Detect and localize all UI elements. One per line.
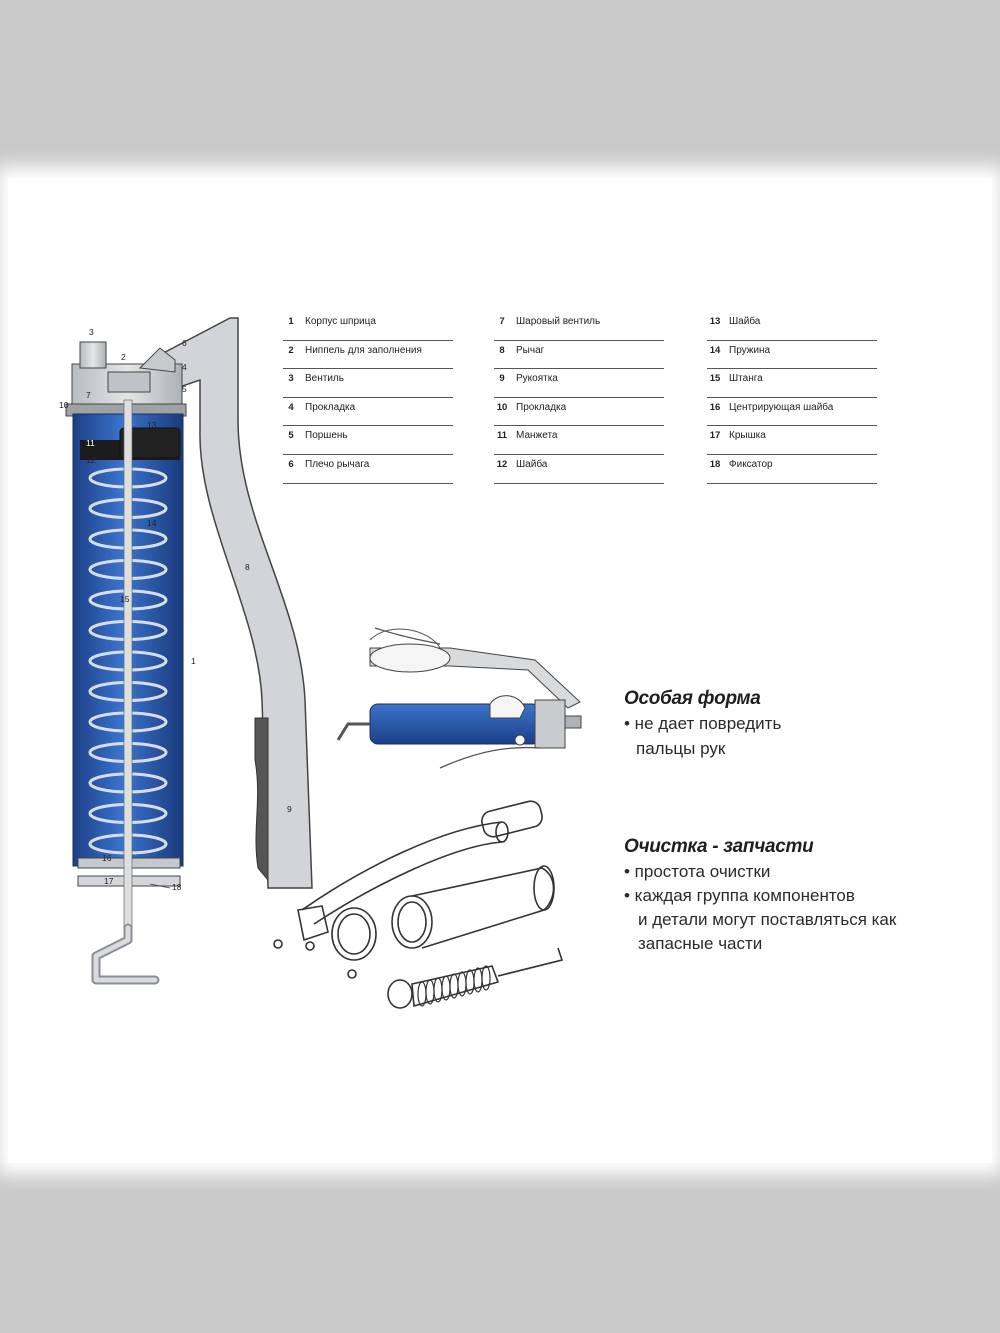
callout-14: 14: [147, 518, 157, 528]
part-row: 14 Пружина: [707, 341, 877, 370]
part-name: Ниппель для заполнения: [305, 344, 422, 356]
callout-2: 2: [121, 352, 126, 362]
part-row: 11 Манжета: [494, 426, 664, 455]
callout-11: 11: [86, 438, 95, 448]
parts-list-col-3: 13 Шайба 14 Пружина 15 Штанга 16 Центрирующая ш…: [707, 312, 877, 484]
part-number: 5: [288, 430, 294, 442]
part-name: Плечо рычага: [305, 458, 370, 470]
callout-13: 13: [147, 420, 157, 430]
part-row: 5 Поршень: [283, 426, 453, 455]
part-name: Шайба: [729, 316, 761, 327]
callout-7: 7: [86, 390, 91, 400]
part-row: 16 Центрирующая шайба: [707, 398, 877, 427]
part-number: 6: [288, 458, 294, 470]
part-name: Пружина: [729, 344, 771, 356]
callout-12: 12: [86, 455, 96, 465]
part-row: 15 Штанга: [707, 369, 877, 398]
part-row: 3 Вентиль: [283, 369, 453, 398]
part-row: 17 Крышка: [707, 426, 877, 455]
part-name: Штанга: [729, 373, 763, 385]
part-name: Рычаг: [516, 344, 545, 356]
handheld-gun-illustration: [336, 627, 582, 769]
feature-line: • простота очистки: [624, 862, 771, 881]
feature-line: • каждая группа компонентов: [624, 886, 855, 905]
part-number: 8: [499, 344, 505, 356]
part-row: 10 Прокладка: [494, 398, 664, 427]
part-number: 17: [709, 430, 721, 442]
part-name: Фиксатор: [729, 458, 773, 470]
callout-3: 3: [89, 327, 94, 337]
callout-5: 5: [182, 384, 187, 394]
callout-17: 17: [104, 876, 114, 886]
part-name: Шаровый вентиль: [516, 316, 601, 327]
part-name: Прокладка: [305, 401, 356, 413]
part-number: 14: [709, 344, 721, 356]
part-number: 9: [499, 373, 505, 385]
feature-line: запасные части: [638, 934, 763, 953]
part-name: Крышка: [729, 430, 766, 442]
part-row: 1 Корпус шприца: [283, 312, 453, 341]
exploded-parts-illustration: [273, 800, 564, 1009]
part-row: 2 Ниппель для заполнения: [283, 341, 453, 370]
part-number: 15: [709, 373, 721, 385]
parts-list-col-1: 1 Корпус шприца 2 Ниппель для заполнения 3 Ве…: [283, 312, 453, 484]
part-number: 3: [288, 373, 294, 385]
part-number: 10: [496, 401, 508, 413]
callout-16: 16: [102, 853, 112, 863]
mini-spring-coil: [417, 981, 427, 1007]
part-number: 16: [709, 401, 721, 413]
part-number: 4: [288, 401, 294, 413]
callout-labels: 1 2 3 4 5 6 7 8 9 10 11 12 13 14 15 16 1…: [59, 327, 292, 892]
callout-10: 10: [59, 400, 69, 410]
part-row: 6 Плечо рычага: [283, 455, 453, 484]
part-name: Манжета: [516, 430, 558, 442]
part-row: 12 Шайба: [494, 455, 664, 484]
part-row: 7 Шаровый вентиль: [494, 312, 664, 341]
rod: [91, 399, 160, 985]
part-name: Рукоятка: [516, 373, 558, 385]
feature-line: и детали могут поставляться как: [638, 910, 897, 929]
part-name: Прокладка: [516, 401, 567, 413]
feature-line: пальцы рук: [636, 739, 726, 758]
part-number: 1: [288, 316, 294, 327]
part-number: 13: [709, 316, 721, 327]
part-row: 4 Прокладка: [283, 398, 453, 427]
part-number: 7: [499, 316, 505, 327]
feature-title-cleaning: Очистка - запчасти: [624, 836, 814, 857]
part-name: Центрирующая шайба: [729, 401, 834, 413]
part-number: 12: [496, 458, 508, 470]
mini-spring-coil: [425, 979, 435, 1005]
part-number: 11: [496, 430, 508, 442]
part-row: 13 Шайба: [707, 312, 877, 341]
part-row: 8 Рычаг: [494, 341, 664, 370]
part-row: 9 Рукоятка: [494, 369, 664, 398]
callout-18: 18: [172, 882, 182, 892]
mini-spring-coil: [481, 965, 491, 991]
feature-line: • не дает повредить: [624, 714, 782, 733]
part-number: 2: [288, 344, 294, 356]
parts-list-col-2: 7 Шаровый вентиль 8 Рычаг 9 Рукоятка 10 Проклад…: [494, 312, 664, 484]
callout-9: 9: [287, 804, 292, 814]
part-row: 18 Фиксатор: [707, 455, 877, 484]
part-name: Шайба: [516, 458, 548, 470]
part-number: 18: [709, 458, 721, 470]
callout-6: 6: [182, 338, 187, 348]
lever-arm: [149, 317, 313, 889]
part-name: Вентиль: [305, 373, 344, 385]
callout-15: 15: [120, 594, 130, 604]
callout-1: 1: [191, 656, 196, 666]
callout-8: 8: [245, 562, 250, 572]
feature-title-shape: Особая форма: [624, 688, 761, 709]
callout-4: 4: [182, 362, 187, 372]
part-name: Корпус шприца: [305, 316, 376, 327]
part-name: Поршень: [305, 430, 348, 442]
